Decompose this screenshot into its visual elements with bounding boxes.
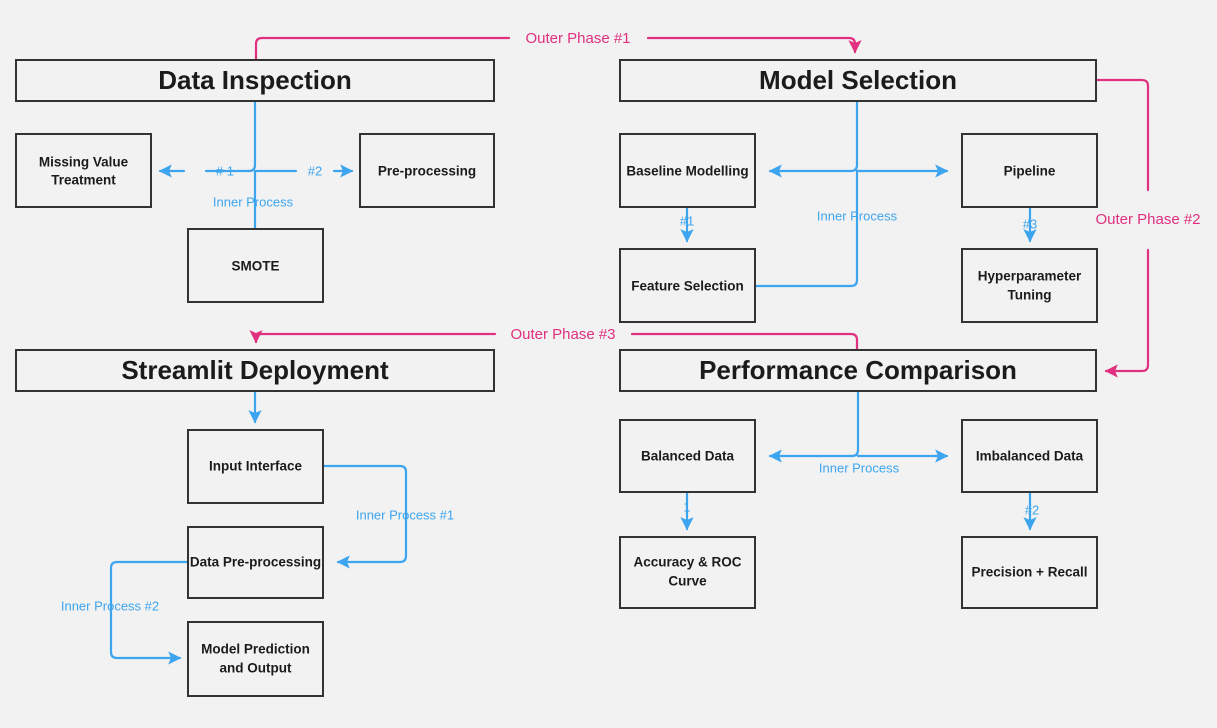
outer-phase-1-label: Outer Phase #1 [525, 30, 630, 47]
node-balanced-data[interactable]: Balanced Data [619, 419, 756, 493]
di-trunk-upper [247, 99, 257, 173]
node-feature-selection-line1: Feature Selection [631, 279, 744, 294]
phase-streamlit-deployment-rect[interactable] [15, 349, 495, 392]
node-pipeline-line1: Pipeline [1004, 164, 1056, 179]
node-imbalanced-data[interactable]: Imbalanced Data [961, 419, 1098, 493]
node-hyperparameter-tuning-rect[interactable] [961, 248, 1098, 323]
node-missing-value-treatment[interactable]: Missing Value Treatment [15, 133, 152, 208]
node-pre-processing[interactable]: Pre-processing [359, 133, 495, 208]
node-hyperparameter-tuning-line2: Tuning [1008, 288, 1052, 303]
node-pre-processing-line1: Pre-processing [378, 164, 476, 179]
sd-inner-process-2-path [109, 560, 190, 665]
outer-phase-1-path-left [254, 36, 511, 62]
pc-num-2-label: #2 [1025, 502, 1039, 517]
pc-inner-process-label: Inner Process [819, 460, 900, 475]
ms-inner-process-label: Inner Process [817, 208, 898, 223]
phase-streamlit-deployment-label: Streamlit Deployment [121, 355, 389, 385]
node-missing-value-treatment-line1: Missing Value [39, 155, 129, 170]
sd-inner-process-1-path [321, 464, 408, 569]
performance-inner-edges: Inner Process 1 #2 [680, 389, 1039, 531]
node-balanced-data-rect[interactable] [619, 419, 756, 493]
node-smote[interactable]: SMOTE [187, 228, 324, 303]
node-feature-selection-rect[interactable] [619, 248, 756, 323]
pc-num-1-label: 1 [683, 499, 690, 514]
node-feature-selection[interactable]: Feature Selection [619, 248, 756, 323]
node-pipeline-rect[interactable] [961, 133, 1098, 208]
di-inner-process-label: Inner Process [213, 194, 294, 209]
outer-phase-2-path-bottom [1104, 248, 1150, 378]
phase-performance-comparison[interactable]: Performance Comparison [619, 349, 1097, 392]
outer-phase-3-edge: Outer Phase #3 [249, 326, 859, 352]
sd-inner-process-1-label: Inner Process #1 [356, 507, 454, 522]
sd-inner-process-2-label: Inner Process #2 [61, 598, 159, 613]
node-baseline-modelling-rect[interactable] [619, 133, 756, 208]
node-pre-processing-rect[interactable] [359, 133, 495, 208]
node-hyperparameter-tuning-line1: Hyperparameter [978, 269, 1082, 284]
di-num-2-label: #2 [308, 163, 322, 178]
ms-trunk-upper [849, 99, 859, 173]
phase-data-inspection[interactable]: Data Inspection [15, 59, 495, 102]
node-balanced-data-line1: Balanced Data [641, 449, 735, 464]
node-accuracy-roc-curve[interactable]: Accuracy & ROC Curve [619, 536, 756, 609]
outer-phase-3-path-right [630, 332, 859, 352]
node-accuracy-roc-curve-line2: Curve [668, 574, 707, 589]
phase-model-selection[interactable]: Model Selection [619, 59, 1097, 102]
node-baseline-modelling-line1: Baseline Modelling [626, 164, 748, 179]
node-imbalanced-data-line1: Imbalanced Data [976, 449, 1084, 464]
node-model-prediction-and-output-line2: and Output [220, 661, 292, 676]
node-accuracy-roc-curve-rect[interactable] [619, 536, 756, 609]
phase-model-selection-rect[interactable] [619, 59, 1097, 102]
phase-performance-comparison-rect[interactable] [619, 349, 1097, 392]
node-hyperparameter-tuning[interactable]: Hyperparameter Tuning [961, 248, 1098, 323]
outer-phase-3-path-left [249, 330, 497, 344]
outer-phase-3-label: Outer Phase #3 [510, 326, 615, 343]
streamlit-inner-edges: Inner Process #1 Inner Process #2 [61, 389, 454, 665]
ms-trunk-to-feature-selection [753, 169, 859, 288]
data-inspection-inner-edges: # 1 #2 Inner Process [158, 99, 354, 231]
node-precision-recall-line1: Precision + Recall [972, 565, 1088, 580]
node-data-pre-processing[interactable]: Data Pre-processing [187, 526, 324, 599]
node-pipeline[interactable]: Pipeline [961, 133, 1098, 208]
node-smote-rect[interactable] [187, 228, 324, 303]
node-model-prediction-and-output[interactable]: Model Prediction and Output [187, 621, 324, 697]
node-precision-recall[interactable]: Precision + Recall [961, 536, 1098, 609]
node-model-prediction-and-output-rect[interactable] [187, 621, 324, 697]
node-input-interface-line1: Input Interface [209, 459, 303, 474]
ms-num-1-label: #1 [680, 213, 694, 228]
phase-streamlit-deployment[interactable]: Streamlit Deployment [15, 349, 495, 392]
node-precision-recall-rect[interactable] [961, 536, 1098, 609]
di-num-1-label: # 1 [216, 163, 234, 178]
node-missing-value-treatment-line2: Treatment [51, 173, 116, 188]
node-input-interface-rect[interactable] [187, 429, 324, 504]
pc-trunk [850, 389, 860, 458]
model-selection-inner-edges: Inner Process #1 #3 [680, 99, 1037, 288]
node-baseline-modelling[interactable]: Baseline Modelling [619, 133, 756, 208]
node-input-interface[interactable]: Input Interface [187, 429, 324, 504]
outer-phase-2-label: Outer Phase #2 [1095, 211, 1200, 228]
node-data-pre-processing-line1: Data Pre-processing [190, 555, 321, 570]
phase-data-inspection-label: Data Inspection [158, 65, 352, 95]
phase-model-selection-label: Model Selection [759, 65, 957, 95]
outer-phase-2-path-top [1093, 78, 1150, 192]
node-data-pre-processing-rect[interactable] [187, 526, 324, 599]
node-model-prediction-and-output-line1: Model Prediction [201, 642, 310, 657]
ms-num-3-label: #3 [1023, 216, 1037, 231]
node-imbalanced-data-rect[interactable] [961, 419, 1098, 493]
outer-phase-2-edge: Outer Phase #2 [1093, 78, 1201, 378]
node-smote-line1: SMOTE [231, 259, 279, 274]
outer-phase-1-edge: Outer Phase #1 [254, 30, 862, 62]
phase-data-inspection-rect[interactable] [15, 59, 495, 102]
phase-performance-comparison-label: Performance Comparison [699, 355, 1017, 385]
node-missing-value-treatment-rect[interactable] [15, 133, 152, 208]
node-accuracy-roc-curve-line1: Accuracy & ROC [633, 555, 741, 570]
outer-phase-1-path-right [646, 36, 862, 54]
